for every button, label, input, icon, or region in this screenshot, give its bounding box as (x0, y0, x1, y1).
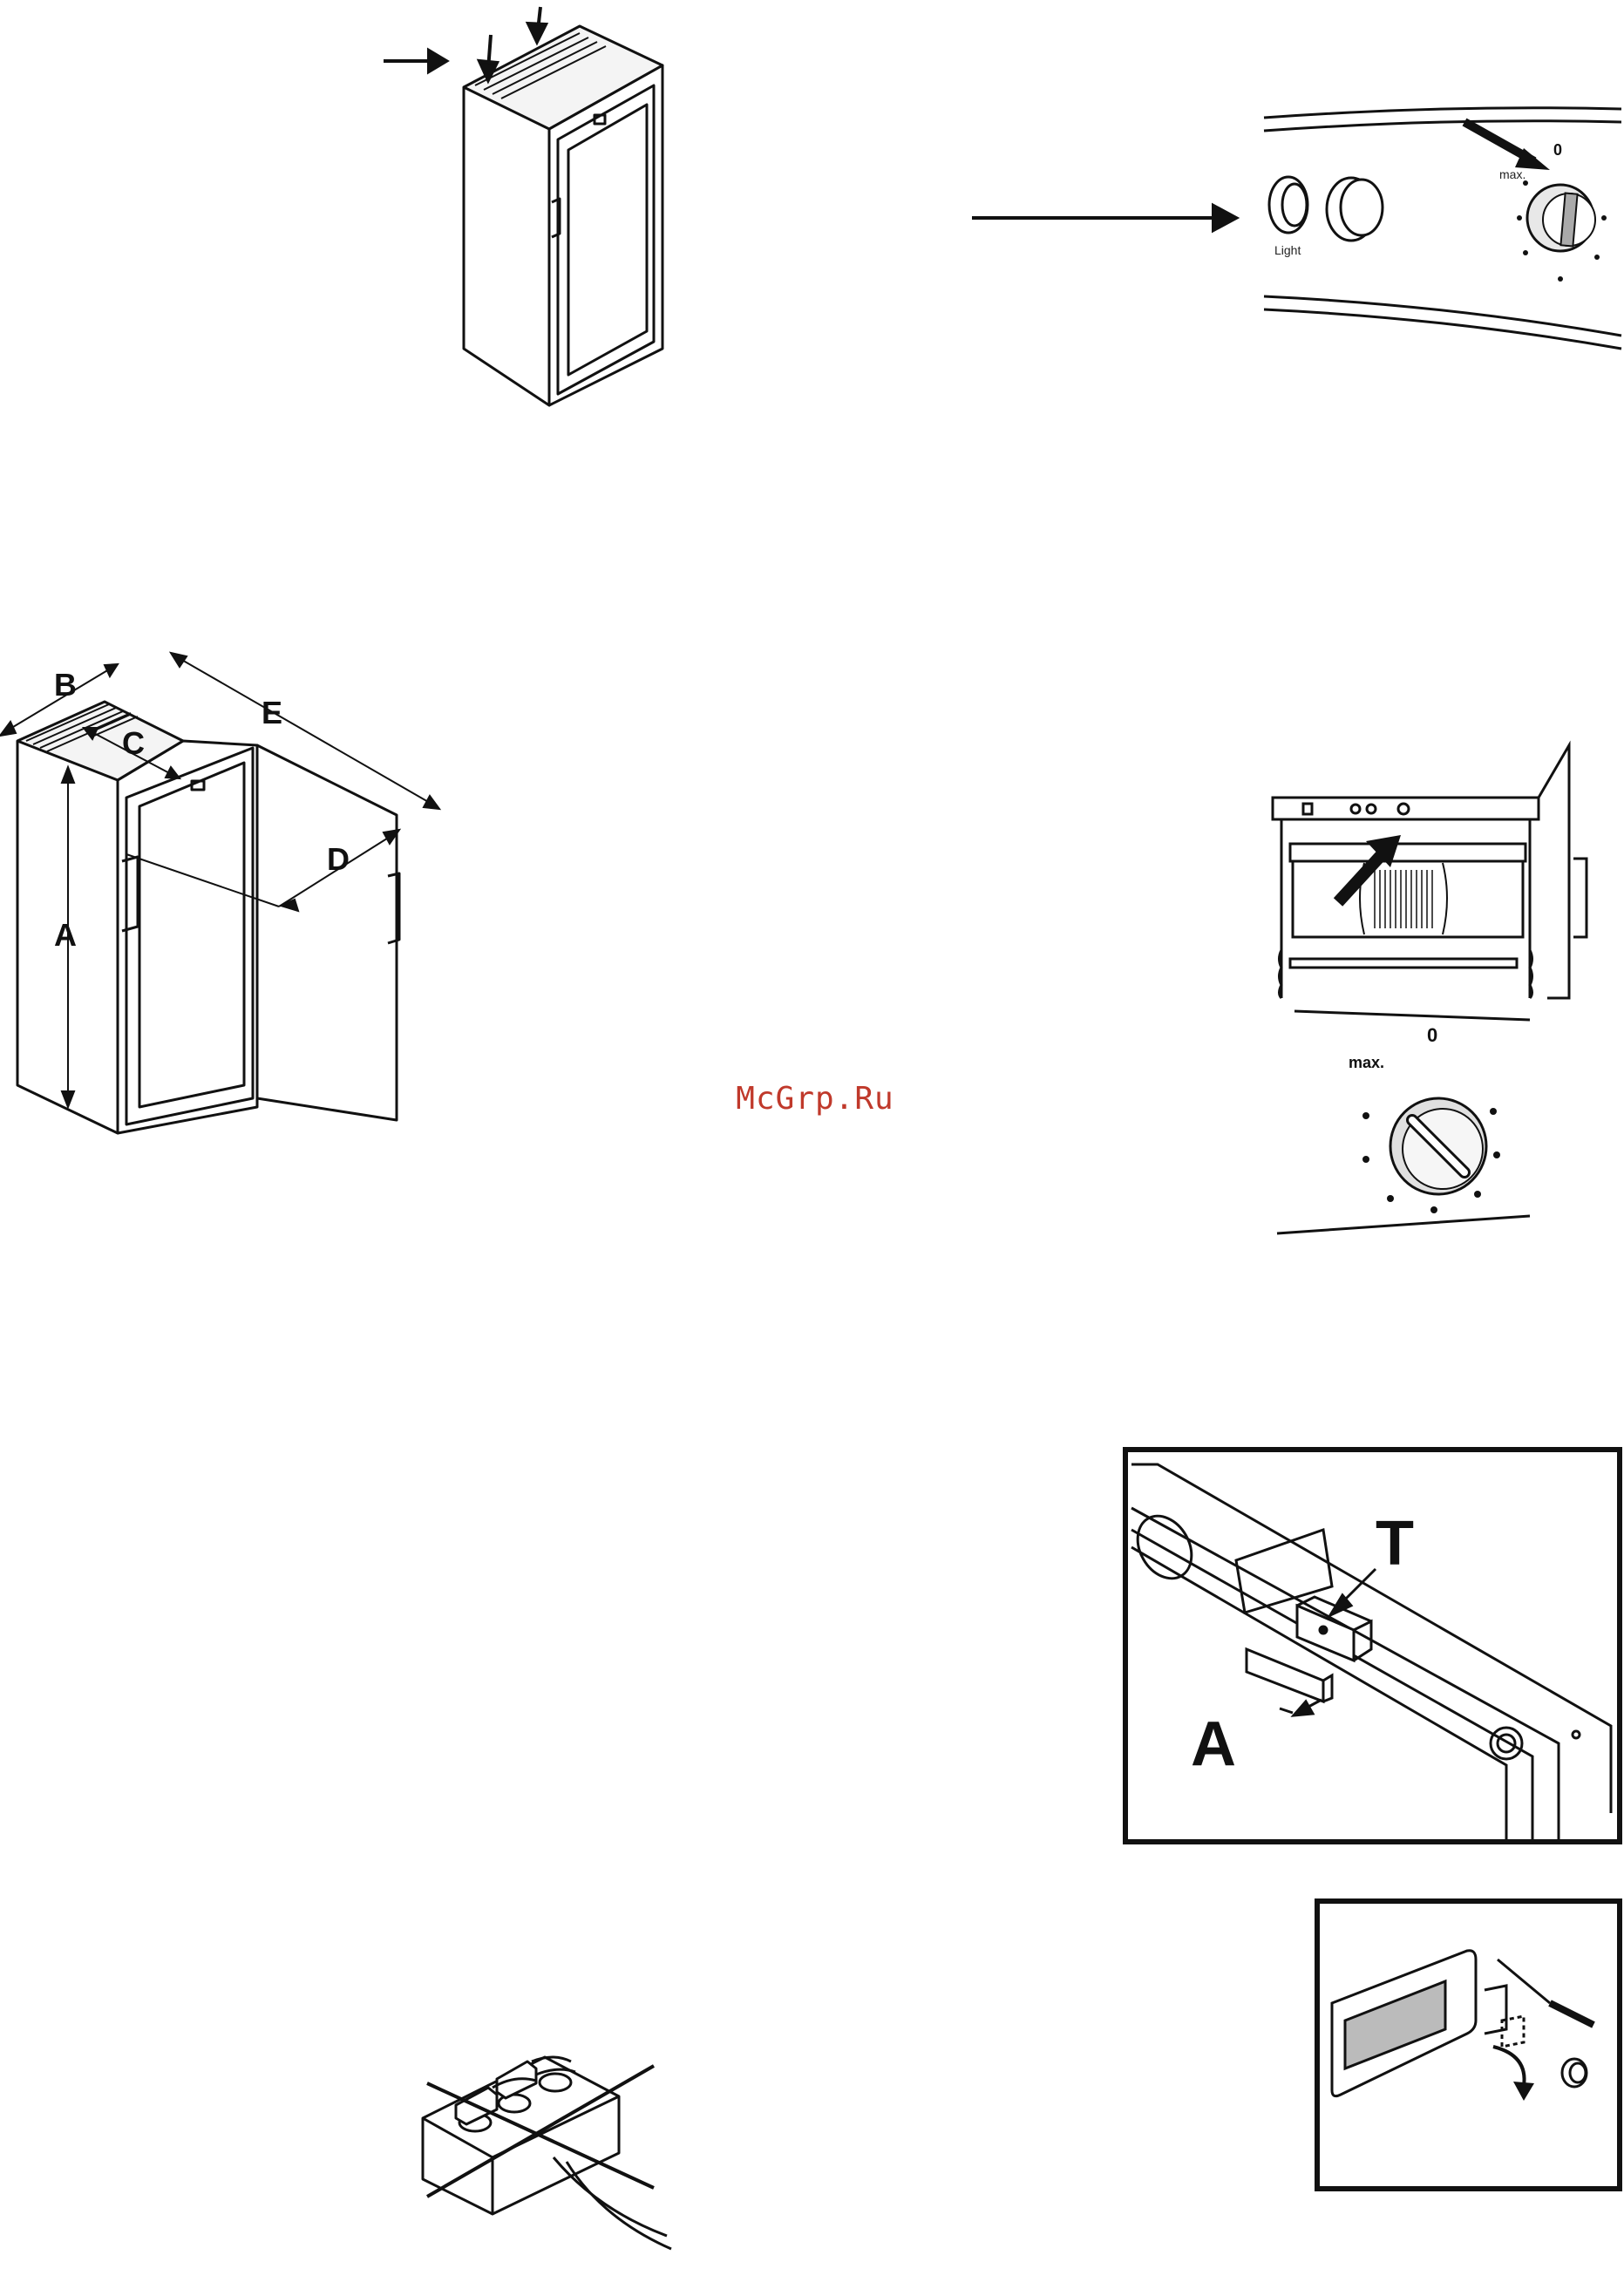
label-a: A (1191, 1709, 1236, 1779)
dimension-label-c: C (122, 725, 145, 761)
dial-zero-label: 0 (1553, 141, 1562, 159)
appliance-ventilation-figure (366, 0, 680, 418)
light-button-icon (1269, 177, 1308, 233)
dial-zero-label: 0 (1427, 1024, 1437, 1046)
round-knob-icon (1327, 178, 1383, 241)
interior-dial-figure: max. 0 (1268, 732, 1624, 1255)
dimension-label-b: B (54, 667, 77, 703)
dimensions-figure: A B C D E (0, 645, 453, 1151)
light-label: Light (1274, 243, 1301, 257)
dimension-label-e: E (262, 695, 282, 730)
dial-max-label: max. (1499, 167, 1525, 181)
lock-parts-figure: T A (1123, 1447, 1624, 1848)
dimension-label-a: A (54, 917, 77, 953)
control-panel-figure: Light max. 0 (968, 96, 1624, 375)
no-multi-socket-figure (414, 1992, 676, 2288)
label-t: T (1376, 1509, 1414, 1579)
dimension-label-d: D (327, 841, 350, 877)
watermark: McGrp.Ru (728, 1081, 902, 1117)
dial-max-label: max. (1349, 1054, 1384, 1071)
thermostat-dial-icon (1362, 1098, 1500, 1213)
light-cover-removal-figure (1315, 1898, 1624, 2195)
thermostat-dial-icon (1517, 180, 1607, 282)
